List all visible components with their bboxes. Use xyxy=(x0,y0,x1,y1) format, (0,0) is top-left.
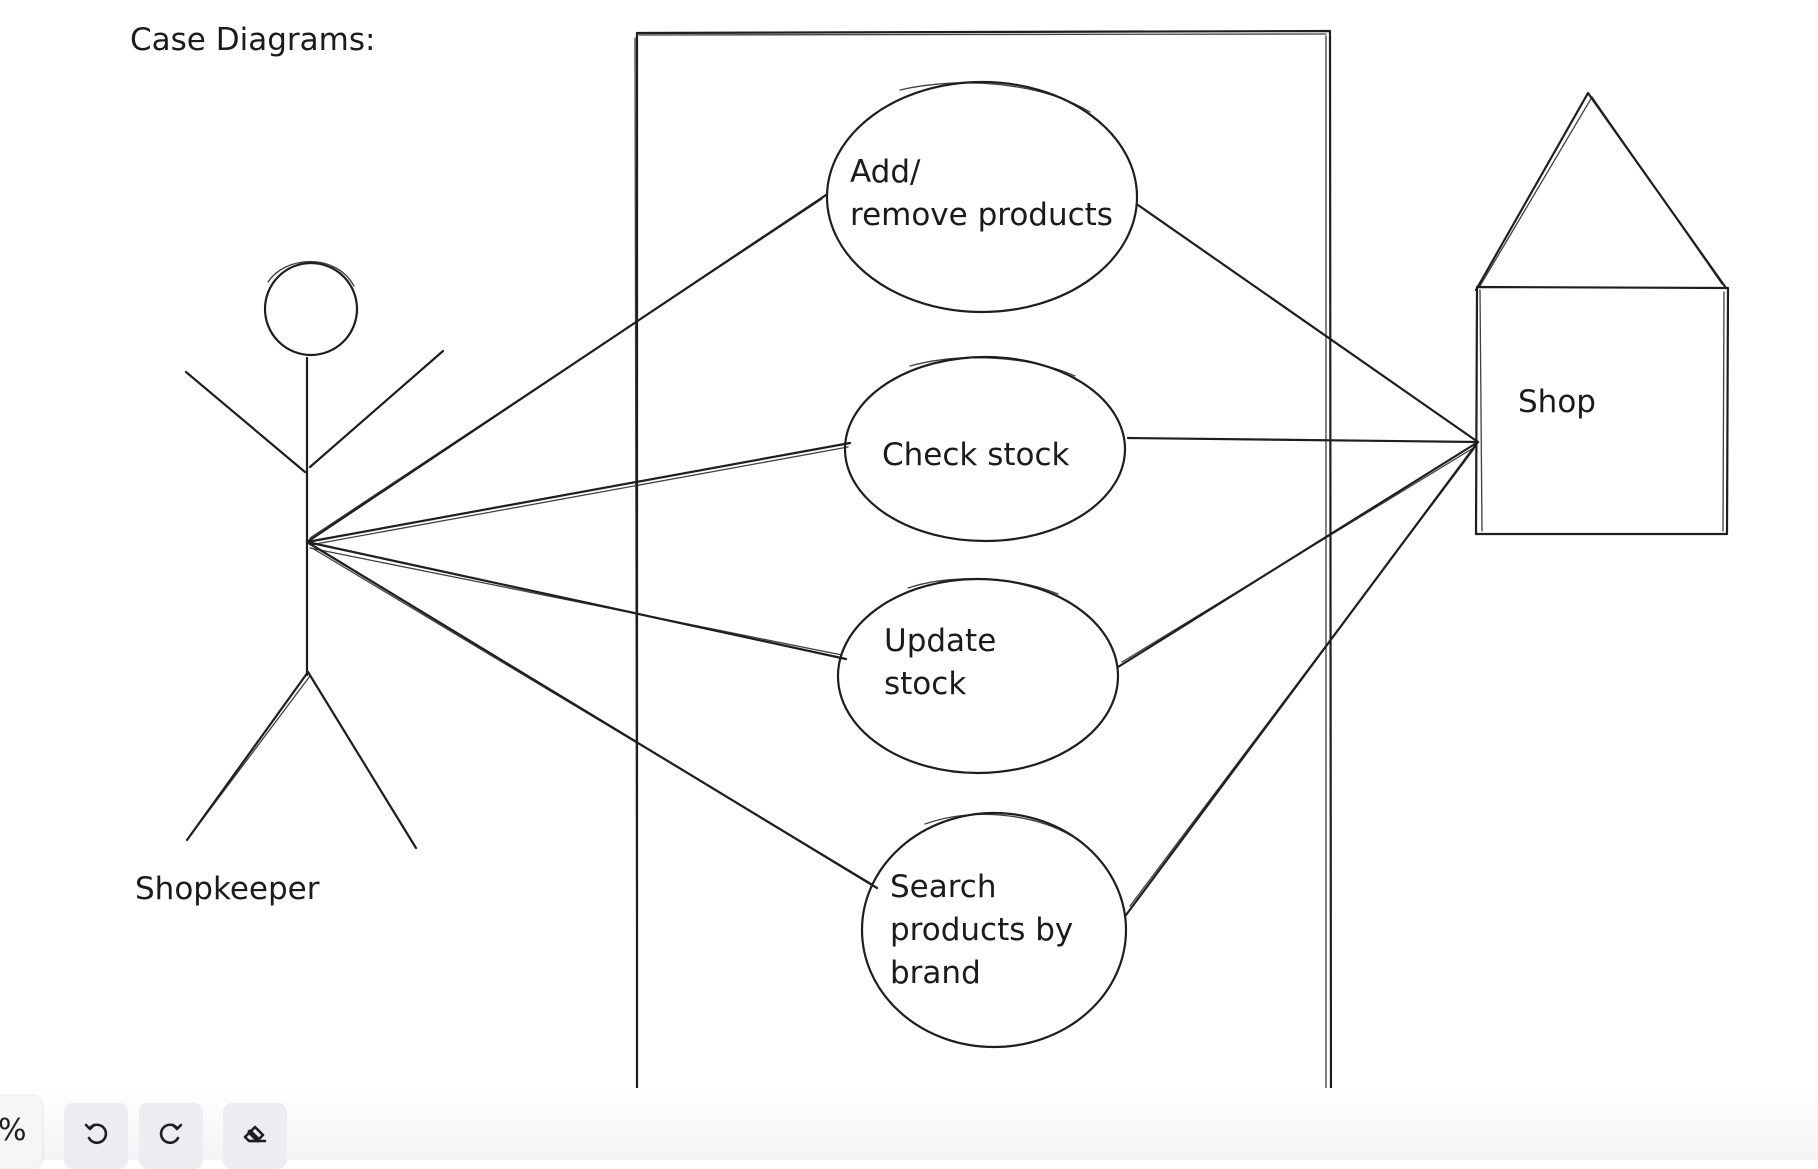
use-case-label-line: Add/ xyxy=(850,154,921,190)
use-case-label-line: remove products xyxy=(850,197,1113,233)
use-case-label-line: Update xyxy=(884,623,996,659)
use-case-label: Search products by brand xyxy=(890,869,1083,991)
use-case-label: Check stock xyxy=(882,437,1070,473)
use-case-add-remove-products[interactable]: Add/ remove products xyxy=(825,80,1139,314)
use-case-search-products-by-brand[interactable]: Search products by brand xyxy=(860,811,1128,1049)
undo-icon xyxy=(84,1123,108,1145)
use-case-label-line: brand xyxy=(890,955,981,991)
shop-house-shape xyxy=(1474,91,1730,536)
actor-label: Shopkeeper xyxy=(135,871,320,907)
zoom-control[interactable] xyxy=(0,1096,42,1168)
eraser-button[interactable] xyxy=(223,1103,287,1169)
shop-label: Shop xyxy=(1518,384,1596,420)
use-case-label-line: stock xyxy=(884,666,966,702)
undo-button[interactable] xyxy=(64,1103,128,1169)
use-case-check-stock[interactable]: Check stock xyxy=(843,355,1127,543)
actor-stick-figure xyxy=(184,261,445,850)
diagram-title: Case Diagrams: xyxy=(130,22,375,58)
use-case-label: Add/ remove products xyxy=(850,154,1113,233)
use-case-label-line: Check stock xyxy=(882,437,1070,473)
redo-icon xyxy=(159,1123,183,1145)
bottom-toolbar xyxy=(0,1088,1818,1160)
use-case-label-line: Search xyxy=(890,869,997,905)
use-case-label-line: products by xyxy=(890,912,1073,948)
use-case-update-stock[interactable]: Update stock xyxy=(836,577,1120,775)
shop-associations xyxy=(1116,203,1480,917)
use-case-label: Update stock xyxy=(884,623,1006,702)
eraser-icon xyxy=(243,1125,267,1143)
system-boundary xyxy=(634,29,1333,1122)
zoom-label: % xyxy=(0,1113,27,1148)
redo-button[interactable] xyxy=(139,1103,203,1169)
actor-associations xyxy=(305,193,879,890)
